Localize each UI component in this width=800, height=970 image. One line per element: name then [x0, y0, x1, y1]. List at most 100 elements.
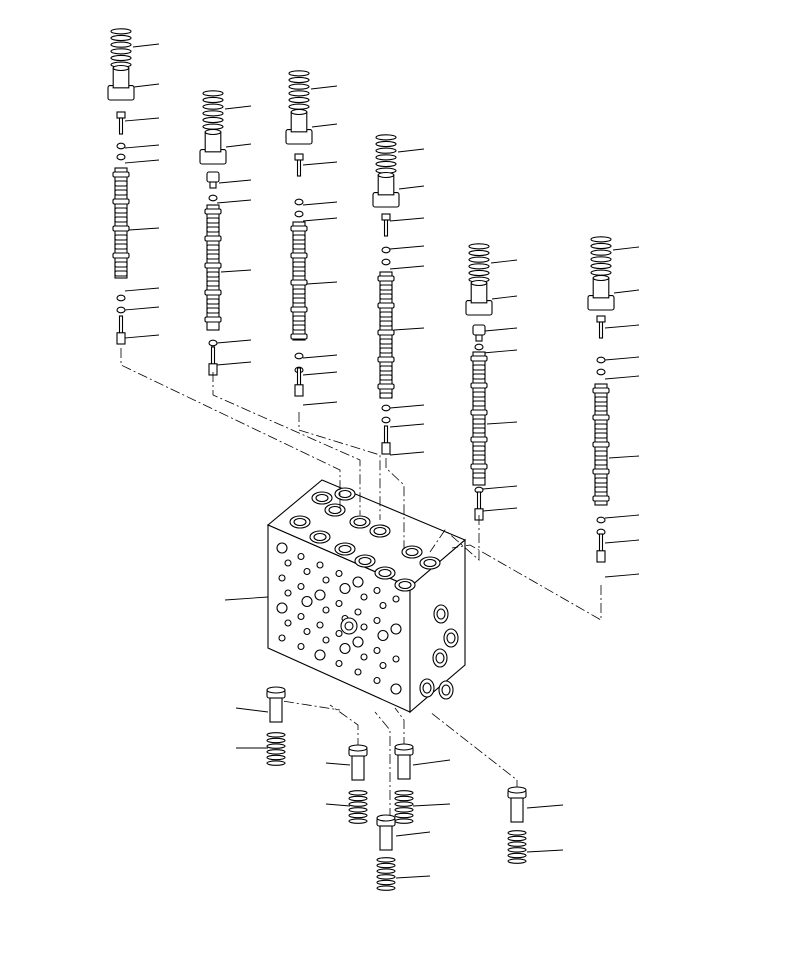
port-hole	[284, 589, 292, 597]
centerline	[429, 711, 518, 790]
port-hole	[314, 649, 326, 661]
plug	[596, 533, 606, 563]
port-hole	[373, 616, 381, 625]
spool	[290, 221, 308, 341]
leader-line	[128, 227, 160, 231]
port-hole	[316, 621, 324, 629]
leader-line	[302, 161, 338, 166]
spring	[202, 90, 224, 130]
leader-line	[490, 259, 518, 264]
leader-line	[608, 455, 640, 459]
centerline	[329, 704, 359, 748]
leader-line	[124, 306, 160, 311]
leader-line	[491, 295, 518, 300]
leader-line	[306, 281, 338, 285]
port-hole	[392, 595, 400, 603]
bottom-components	[235, 686, 564, 891]
centerline	[212, 372, 361, 515]
port-hole	[276, 602, 288, 614]
o-ring	[116, 294, 126, 302]
centerline	[451, 544, 602, 621]
spring	[376, 857, 396, 891]
port-hole	[373, 646, 381, 655]
port-hole	[284, 559, 292, 567]
port-hole	[322, 636, 330, 644]
leader-line	[526, 849, 564, 853]
port-hole	[354, 668, 362, 676]
leader-line	[389, 423, 425, 428]
leader-line	[389, 245, 425, 250]
port-hole	[297, 612, 305, 621]
o-ring	[381, 258, 391, 266]
port-hole	[322, 576, 330, 584]
o-ring	[208, 339, 218, 347]
o-ring	[596, 368, 606, 376]
spring	[348, 790, 368, 824]
port-hole	[303, 627, 311, 636]
port-hole	[339, 582, 351, 595]
spring-seat-cap	[285, 108, 313, 145]
leader-line	[132, 43, 160, 48]
port-hole	[352, 636, 364, 648]
port-hole	[278, 634, 286, 642]
o-ring	[381, 416, 391, 424]
leader-line	[124, 334, 160, 339]
port-hole	[335, 659, 343, 668]
bottom-plug	[348, 744, 368, 781]
o-ring	[116, 306, 126, 314]
port-hole	[360, 653, 368, 661]
leader-line	[604, 356, 640, 361]
spring	[266, 732, 286, 766]
plug	[294, 367, 304, 397]
port-hole	[335, 569, 343, 578]
spring-seat-cap	[465, 279, 493, 316]
leader-line	[612, 246, 640, 251]
port-hole	[335, 599, 343, 608]
leader-line	[216, 339, 252, 344]
bottom-plug	[266, 686, 286, 723]
leader-line	[325, 803, 351, 807]
port-hole	[316, 561, 324, 569]
pin	[294, 153, 304, 177]
valve-column-4	[372, 134, 425, 456]
centerline	[298, 412, 381, 520]
poppet	[472, 324, 486, 342]
valve-column-2	[199, 90, 252, 376]
leader-line	[235, 707, 269, 713]
plug	[381, 425, 391, 455]
leader-line	[389, 404, 425, 409]
leader-line	[224, 596, 269, 601]
plug	[116, 315, 126, 345]
port-hole	[314, 589, 326, 601]
leader-line	[482, 507, 518, 512]
spring	[288, 70, 310, 110]
o-ring	[381, 246, 391, 254]
o-ring	[474, 343, 484, 351]
leader-line	[486, 421, 518, 425]
leader-line	[124, 159, 160, 164]
leader-line	[398, 185, 425, 190]
o-ring	[116, 153, 126, 161]
spool	[204, 204, 222, 331]
o-ring	[596, 516, 606, 524]
centerline	[429, 515, 480, 561]
port-hole	[373, 676, 381, 685]
port-hole	[297, 552, 305, 561]
poppet	[206, 171, 220, 189]
port-hole	[297, 582, 305, 591]
leader-line	[482, 485, 518, 490]
spool	[592, 383, 610, 506]
leader-line	[302, 401, 338, 406]
valve-column-5	[465, 243, 518, 521]
spring	[507, 830, 527, 864]
body-side-face	[409, 538, 466, 714]
o-ring	[294, 210, 304, 218]
o-ring	[294, 198, 304, 206]
port-hole	[322, 606, 330, 614]
spring	[375, 134, 397, 174]
bottom-plug	[507, 786, 527, 823]
centerline	[120, 348, 341, 510]
port-hole	[335, 629, 343, 638]
